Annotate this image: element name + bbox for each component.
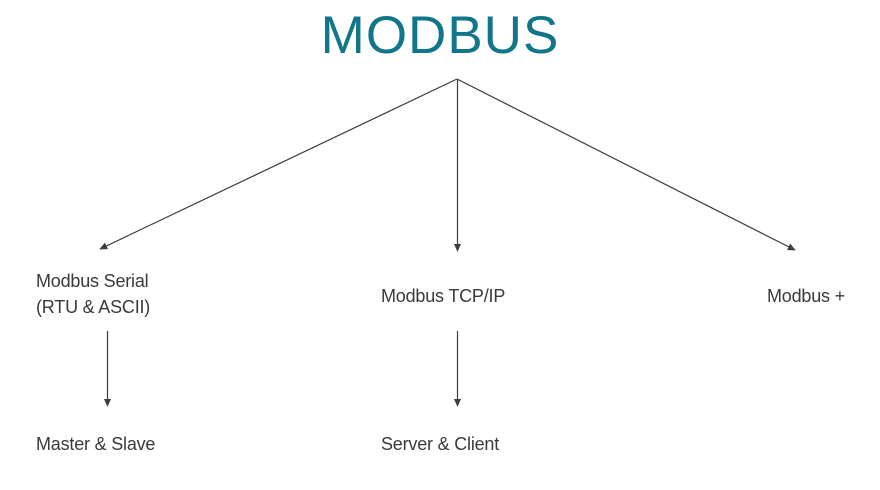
node-modbus-plus: Modbus + [767, 286, 845, 306]
node-modbus-serial: Modbus Serial (RTU & ASCII) [36, 268, 150, 320]
edge-root-to-modbus-plus [456, 78, 796, 251]
node-server-client: Server & Client [381, 434, 500, 454]
node-master-slave: Master & Slave [36, 434, 156, 454]
node-modbus-serial-line1: Modbus Serial [36, 271, 149, 291]
node-modbus-serial-line2: (RTU & ASCII) [36, 297, 151, 317]
node-modbus-tcpip: Modbus TCP/IP [381, 286, 506, 306]
edge-root-to-modbus-serial [99, 78, 458, 250]
page-title: MODBUS [320, 6, 560, 65]
